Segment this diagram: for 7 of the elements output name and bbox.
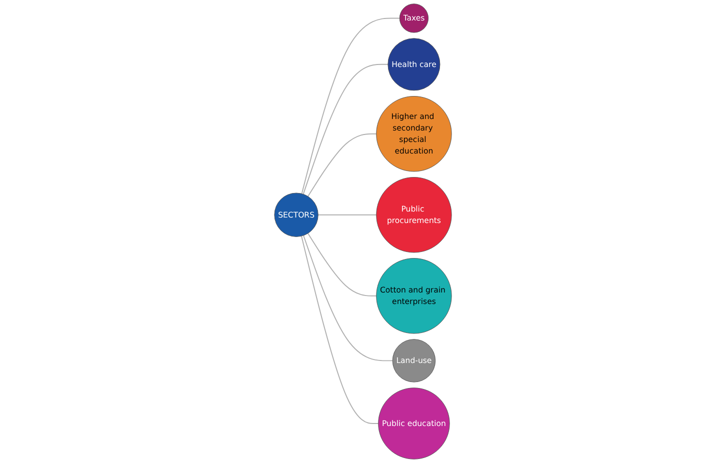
connector xyxy=(307,133,377,197)
connector xyxy=(302,64,388,195)
connector xyxy=(301,236,379,424)
connector xyxy=(318,214,377,216)
connector xyxy=(301,18,400,194)
connector xyxy=(303,235,394,362)
connector xyxy=(307,232,377,296)
